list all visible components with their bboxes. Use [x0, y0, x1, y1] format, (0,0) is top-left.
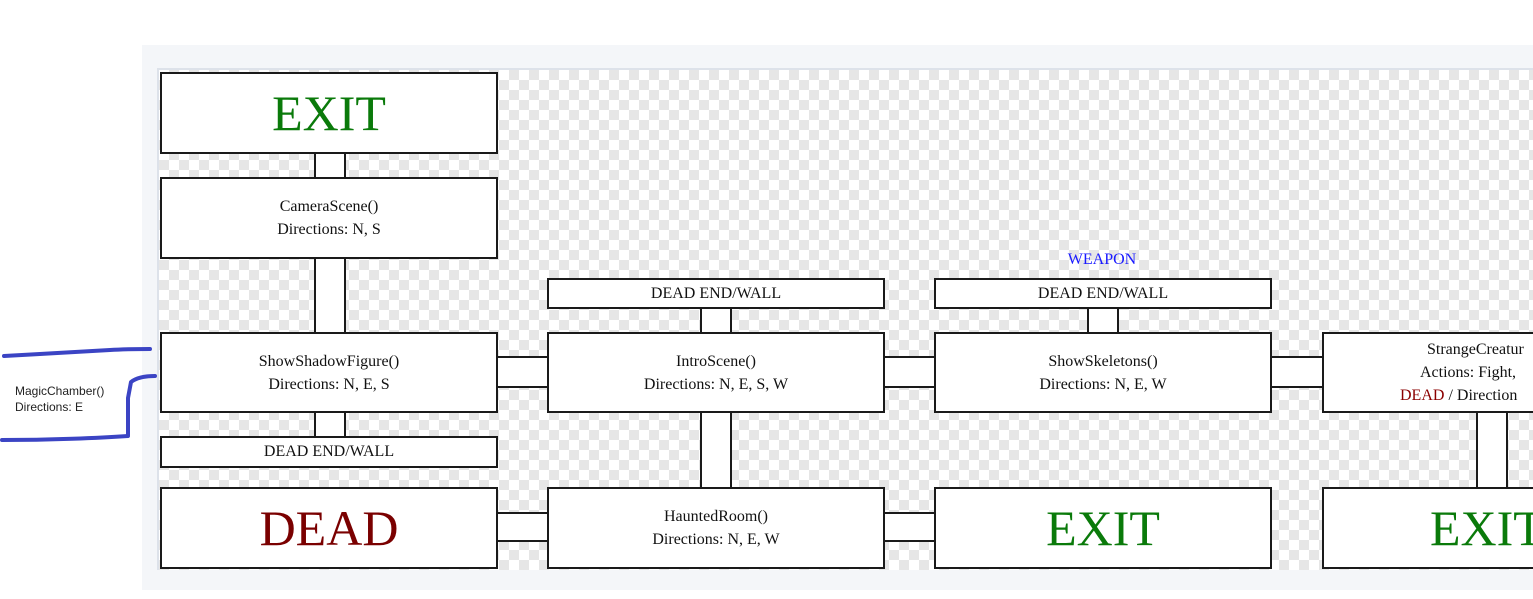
room-dead: DEAD: [160, 487, 498, 569]
room-directions: Directions: N, E, S, W: [643, 375, 789, 393]
wall-shadow-south: DEAD END/WALL: [160, 436, 498, 468]
room-function-name: ShowSkeletons(): [1048, 352, 1158, 370]
room-directions: Directions: N, E, S: [268, 375, 390, 393]
room-actions: Actions: Fight,: [1420, 364, 1517, 381]
room-directions: Directions: N, E, W: [652, 531, 780, 548]
room-show-skeletons: ShowSkeletons() Directions: N, E, W: [934, 332, 1272, 413]
connector-skeletons-creature: [1269, 356, 1325, 388]
wall-label: DEAD END/WALL: [1037, 284, 1169, 302]
room-haunted-room: HauntedRoom() Directions: N, E, W: [547, 487, 885, 569]
connector-shadow-intro: [495, 356, 549, 388]
connector-exit-camera: [314, 152, 346, 180]
wall-skeletons-north: DEAD END/WALL: [934, 278, 1272, 309]
room-function-name: StrangeCreatur: [1427, 341, 1524, 358]
wall-label: DEAD END/WALL: [263, 443, 395, 460]
connector-intro-skeletons: [882, 356, 936, 388]
room-directions: Directions: N, S: [277, 221, 381, 238]
room-function-name: ShowShadowFigure(): [258, 352, 400, 370]
room-function-name: HauntedRoom(): [664, 508, 768, 525]
weapon-label: WEAPON: [1067, 251, 1137, 268]
room-strange-creature: StrangeCreatur Actions: Fight, DEAD / Di…: [1322, 332, 1533, 413]
connector-camera-shadow: [314, 256, 346, 334]
connector-skeletons-wall: [1087, 307, 1119, 334]
room-exit-right: EXIT: [1322, 487, 1533, 569]
room-function-name: IntroScene(): [676, 352, 756, 370]
room-status-line: DEAD / Direction: [1400, 384, 1517, 407]
room-exit-mid: EXIT: [934, 487, 1272, 569]
room-function-name: CameraScene(): [279, 198, 379, 215]
room-camera-scene: CameraScene() Directions: N, S: [160, 177, 498, 259]
room-exit-top: EXIT: [160, 72, 498, 154]
note-function-name: MagicChamber(): [15, 384, 105, 398]
room-directions: Directions: N, E, W: [1039, 375, 1167, 393]
room-intro-scene: IntroScene() Directions: N, E, S, W: [547, 332, 885, 413]
separator: /: [1444, 387, 1457, 404]
magic-chamber-note: MagicChamber() Directions: E: [15, 383, 104, 415]
connector-haunted-exit: [882, 512, 936, 542]
dead-inline-label: DEAD: [1400, 387, 1445, 404]
note-directions: Directions: E: [15, 400, 84, 414]
connector-dead-haunted: [495, 512, 549, 542]
room-show-shadow-figure: ShowShadowFigure() Directions: N, E, S: [160, 332, 498, 413]
wall-label: DEAD END/WALL: [650, 284, 782, 302]
exit-label: EXIT: [1430, 500, 1533, 556]
exit-label: EXIT: [272, 85, 386, 141]
connector-intro-wall: [700, 307, 732, 334]
room-directions: Direction: [1456, 387, 1518, 404]
exit-label: EXIT: [1046, 500, 1160, 556]
connector-creature-exit: [1476, 410, 1508, 489]
connector-shadow-wall: [314, 410, 346, 438]
wall-intro-north: DEAD END/WALL: [547, 278, 885, 309]
connector-intro-haunted: [700, 410, 732, 489]
dead-label: DEAD: [259, 500, 399, 556]
